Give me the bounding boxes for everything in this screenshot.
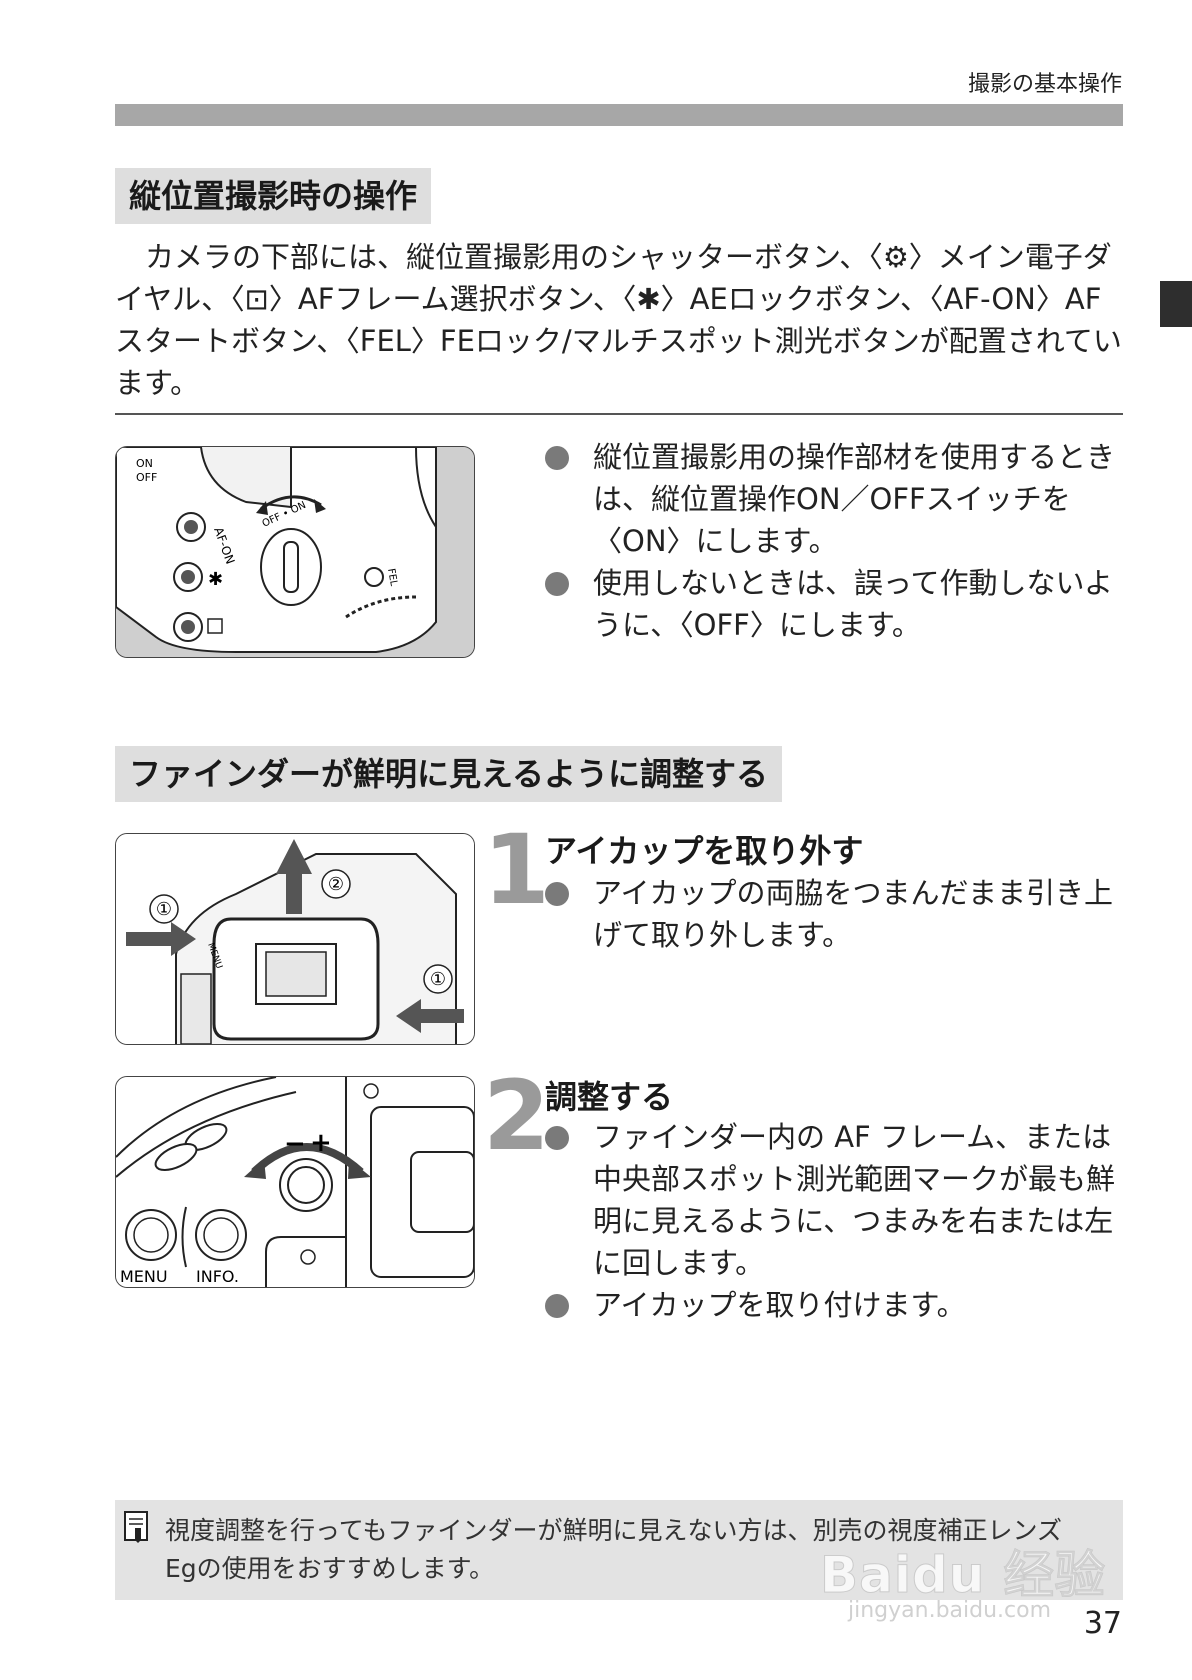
step-1-title: アイカップを取り外す	[545, 832, 864, 870]
step-number-2: 2	[483, 1060, 550, 1172]
fig-menu-label-2: MENU	[120, 1267, 168, 1286]
watermark-logo: Baidu 经验	[820, 1546, 1106, 1605]
note-box: 視度調整を行ってもファインダーが鮮明に見えない方は、別売の視度補正レンズ Egの…	[115, 1500, 1123, 1600]
bullet-dot-icon	[545, 882, 569, 906]
fig-fel-label: FEL	[385, 568, 399, 588]
bullet-item: 縦位置撮影用の操作部材を使用するときは、縦位置操作ON／OFFスイッチを〈ON〉…	[545, 436, 1125, 562]
fig-minus-label: −	[284, 1129, 306, 1159]
fig-circled-1: ①	[156, 899, 172, 920]
bullet-dot-icon	[545, 1294, 569, 1318]
bullet-item: アイカップを取り付けます。	[545, 1284, 1125, 1326]
intro-paragraph: カメラの下部には、縦位置撮影用のシャッターボタン、〈⚙〉メイン電子ダイヤル、〈⊡…	[115, 236, 1125, 404]
page-header-title: 撮影の基本操作	[967, 72, 1122, 97]
af-frame-icon	[207, 618, 223, 634]
bullet-item: アイカップの両脇をつまんだまま引き上げて取り外します。	[545, 872, 1125, 956]
fig-info-label: INFO.	[196, 1267, 239, 1286]
section-heading-diopter: ファインダーが鮮明に見えるように調整する	[115, 746, 783, 802]
bullet-dot-icon	[545, 1126, 569, 1150]
bullet-dot-icon	[545, 572, 569, 596]
section-heading-vertical: 縦位置撮影時の操作	[115, 168, 432, 224]
bullet-dot-icon	[545, 446, 569, 470]
eyecup-removal-figure: ① ② ① MENU	[115, 833, 475, 1045]
fig-circled-1b: ①	[430, 969, 446, 990]
fig-plus-label: +	[310, 1128, 332, 1158]
section1-bullets: 縦位置撮影用の操作部材を使用するときは、縦位置操作ON／OFFスイッチを〈ON〉…	[545, 436, 1125, 646]
bullet-item: 使用しないときは、誤って作動しないように、〈OFF〉にします。	[545, 562, 1125, 646]
step-2-title: 調整する	[545, 1078, 674, 1116]
divider	[115, 413, 1123, 415]
diopter-dial-figure: MENU INFO. − +	[115, 1076, 475, 1288]
step-2-bullets: ファインダー内の AF フレーム、または中央部スポット測光範囲マークが最も鮮明に…	[545, 1116, 1125, 1326]
step-number-1: 1	[483, 814, 550, 926]
fig-on-label: ON	[136, 457, 153, 470]
intro-text: カメラの下部には、縦位置撮影用のシャッターボタン、〈⚙〉メイン電子ダイヤル、〈⊡…	[115, 240, 1122, 400]
note-line-2: Egの使用をおすすめします。	[165, 1554, 495, 1583]
watermark-url: jingyan.baidu.com	[848, 1598, 1052, 1623]
fig-circled-2: ②	[328, 874, 344, 895]
chapter-tab	[1160, 281, 1192, 327]
header-bar	[115, 104, 1123, 126]
note-text: 視度調整を行ってもファインダーが鮮明に見えない方は、別売の視度補正レンズ Egの…	[165, 1512, 1105, 1588]
step-1-bullets: アイカップの両脇をつまんだまま引き上げて取り外します。	[545, 872, 1125, 956]
note-line-1: 視度調整を行ってもファインダーが鮮明に見えない方は、別売の視度補正レンズ	[165, 1516, 1063, 1545]
bullet-item: ファインダー内の AF フレーム、または中央部スポット測光範囲マークが最も鮮明に…	[545, 1116, 1125, 1284]
vertical-grip-figure: ON OFF AF-ON ✱ OFF • ON FEL	[115, 446, 475, 658]
fig-star-label: ✱	[208, 569, 223, 590]
page-number: 37	[1083, 1606, 1122, 1641]
fig-off-label: OFF	[136, 471, 157, 484]
memo-icon	[124, 1511, 148, 1543]
